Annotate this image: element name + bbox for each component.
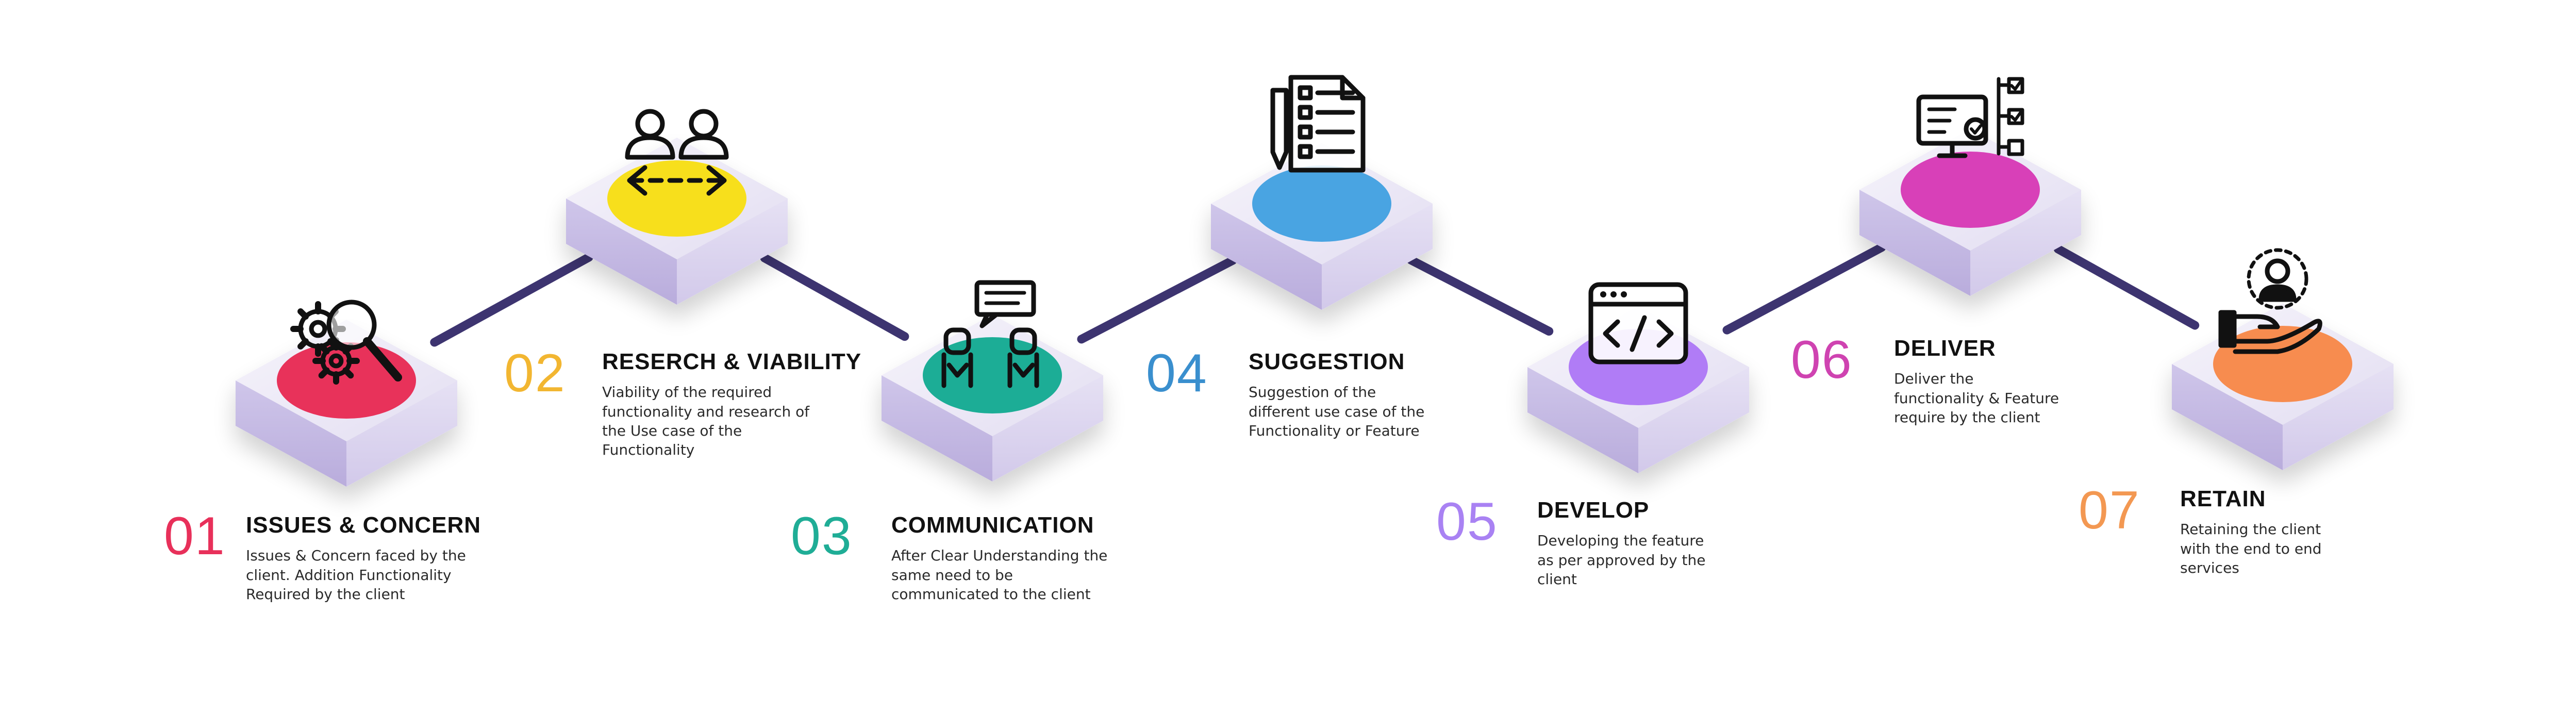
- color-disc: [607, 160, 746, 237]
- connector-line: [430, 253, 593, 347]
- connector-line: [2053, 244, 2200, 330]
- tile-left-face: [1527, 367, 1638, 473]
- step-1-desc-line: Required by the client: [246, 585, 405, 603]
- step-6-title: DELIVER: [1894, 336, 1996, 361]
- step-3-desc-line: communicated to the client: [891, 585, 1091, 603]
- step-tile: [882, 314, 1103, 482]
- step-7-text: RETAIN Retaining the client with the end…: [2180, 486, 2322, 577]
- step-3-desc-line: After Clear Understanding the: [891, 547, 1108, 565]
- code-window-icon: [1588, 282, 1688, 364]
- connector-line: [1077, 256, 1237, 344]
- step-tile: [1211, 143, 1433, 310]
- step-5-desc-line: Developing the feature: [1537, 532, 1704, 550]
- gears-magnifier-icon: [290, 300, 402, 385]
- step-1-number: 01: [164, 506, 226, 566]
- tile-right-face: [992, 375, 1103, 482]
- tile-right-face: [346, 380, 457, 487]
- step-2-number: 02: [504, 343, 566, 403]
- tile-left-face: [1211, 204, 1322, 310]
- hand-holding-person-icon: [2218, 248, 2322, 354]
- step-3-desc-line: same need to be: [891, 566, 1013, 584]
- checklist-document-icon: [1270, 75, 1366, 173]
- step-6-description: Deliver the functionality & Feature requ…: [1894, 369, 2059, 427]
- two-users-exchange-icon: [625, 109, 729, 196]
- tile-right-face: [1322, 204, 1433, 310]
- step-4-number: 04: [1146, 343, 1208, 403]
- step-2-desc-line: Viability of the required: [602, 384, 772, 401]
- step-3-number: 03: [791, 506, 853, 566]
- step-2-desc-line: the Use case of the: [602, 422, 742, 439]
- step-4-description: Suggestion of the different use case of …: [1249, 383, 1424, 440]
- step-tile: [2172, 303, 2394, 470]
- tile-left-face: [882, 375, 992, 482]
- color-disc: [2213, 326, 2352, 402]
- step-4-desc-line: Functionality or Feature: [1249, 422, 1420, 439]
- step-3-description: After Clear Understanding the same need …: [891, 546, 1107, 604]
- step-6-desc-line: functionality & Feature: [1894, 389, 2059, 407]
- tile-right-face: [2283, 364, 2394, 470]
- step-5-title: DEVELOP: [1537, 498, 1650, 523]
- step-tiles: [236, 75, 2394, 487]
- connector-lines: [430, 243, 2200, 347]
- step-1-desc-line: Issues & Concern faced by the: [246, 547, 466, 565]
- tile-right-face: [1638, 367, 1749, 473]
- step-7-desc-line: services: [2180, 559, 2239, 576]
- step-4-title: SUGGESTION: [1249, 349, 1405, 374]
- step-6-desc-line: require by the client: [1894, 408, 2040, 426]
- step-1-desc-line: client. Addition Functionality: [246, 566, 452, 584]
- step-7-desc-line: Retaining the client: [2180, 521, 2321, 538]
- step-4-text: SUGGESTION Suggestion of the different u…: [1249, 349, 1424, 440]
- step-6-desc-line: Deliver the: [1894, 370, 1974, 388]
- step-5-description: Developing the feature as per approved b…: [1537, 531, 1705, 589]
- step-4-desc-line: Suggestion of the: [1249, 384, 1376, 401]
- connector-line: [1722, 243, 1886, 335]
- window-dot: [1600, 291, 1606, 297]
- step-tile: [1527, 306, 1749, 473]
- connector-line: [1406, 255, 1554, 336]
- step-5-desc-line: as per approved by the: [1537, 551, 1706, 569]
- tile-left-face: [1859, 190, 1970, 296]
- step-5-number: 05: [1436, 492, 1498, 552]
- tile-right-face: [677, 198, 788, 305]
- step-2-desc-line: functionality and research of: [602, 403, 810, 420]
- step-1-description: Issues & Concern faced by the client. Ad…: [246, 546, 481, 604]
- step-4-desc-line: different use case of the: [1249, 403, 1425, 420]
- tile-right-face: [1970, 190, 2081, 296]
- step-7-desc-line: with the end to end: [2180, 540, 2322, 557]
- step-1-text: ISSUES & CONCERN Issues & Concern faced …: [246, 512, 481, 604]
- step-5-text: DEVELOP Developing the feature as per ap…: [1537, 498, 1705, 589]
- step-2-title: RESERCH & VIABILITY: [602, 349, 862, 374]
- step-6-number: 06: [1791, 330, 1853, 390]
- two-people-chat-icon: [941, 280, 1039, 388]
- window-dot: [1610, 291, 1617, 297]
- window-dot: [1621, 291, 1627, 297]
- tile-left-face: [236, 380, 346, 487]
- tile-left-face: [566, 198, 677, 305]
- step-tile: [566, 138, 788, 305]
- color-disc: [1901, 152, 2040, 228]
- color-disc: [1252, 165, 1391, 242]
- step-7-number: 07: [2079, 480, 2140, 540]
- step-7-description: Retaining the client with the end to end…: [2180, 520, 2322, 577]
- step-5-desc-line: client: [1537, 570, 1577, 588]
- connector-line: [760, 253, 909, 341]
- step-3-text: COMMUNICATION After Clear Understanding …: [891, 512, 1107, 604]
- color-disc: [923, 337, 1062, 413]
- step-2-description: Viability of the required functionality …: [602, 383, 861, 459]
- tile-left-face: [2172, 364, 2283, 470]
- step-1-title: ISSUES & CONCERN: [246, 512, 481, 538]
- step-7-title: RETAIN: [2180, 486, 2266, 511]
- step-tile: [236, 320, 457, 487]
- step-6-text: DELIVER Deliver the functionality & Feat…: [1894, 336, 2059, 427]
- step-3-title: COMMUNICATION: [891, 512, 1094, 538]
- step-2-text: RESERCH & VIABILITY Viability of the req…: [602, 349, 862, 459]
- monitor-checklist-icon: [1916, 77, 2024, 158]
- step-tile: [1859, 129, 2081, 296]
- step-2-desc-line: Functionality: [602, 441, 695, 459]
